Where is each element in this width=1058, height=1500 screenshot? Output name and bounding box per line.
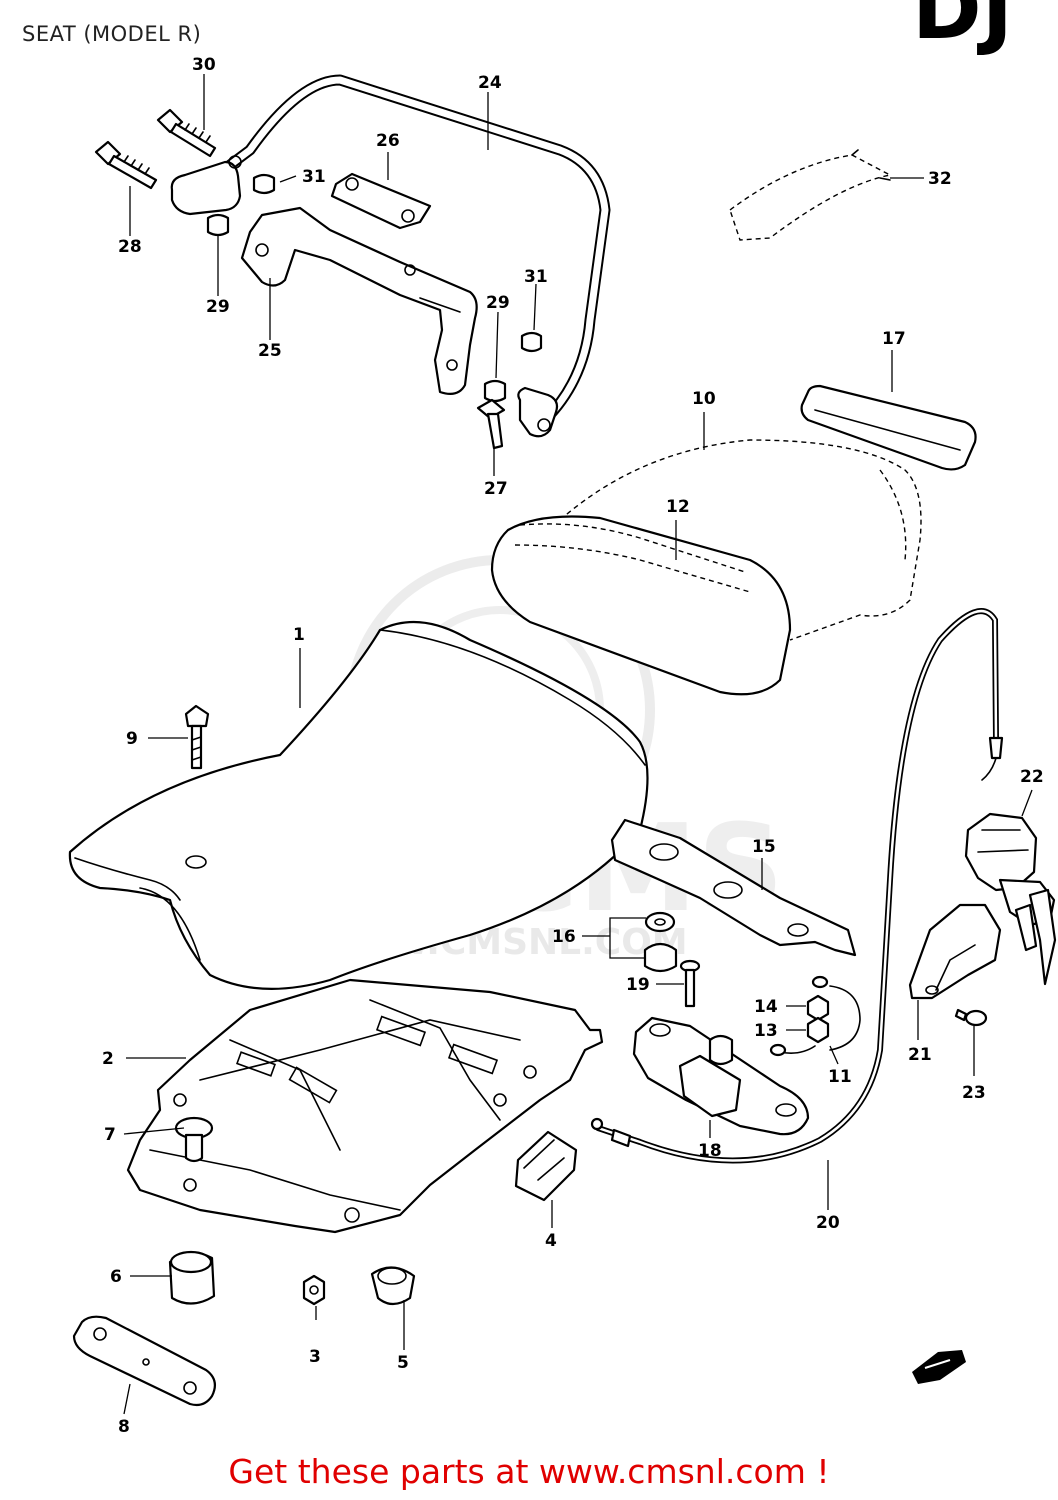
callout-12: 12: [666, 497, 690, 517]
rubber-part-5: [370, 1266, 416, 1306]
callout-labels: 1 2 3 4 5 6 7 8 9 10 11 12 13 14 15 16 1…: [102, 55, 1044, 1437]
nut-part-14: [806, 994, 830, 1022]
callout-26: 26: [376, 131, 400, 151]
callout-27: 27: [484, 479, 508, 499]
callout-23: 23: [962, 1083, 986, 1103]
callout-17: 17: [882, 329, 906, 349]
callout-18: 18: [698, 1141, 722, 1161]
grab-rail-part-24: [170, 74, 611, 438]
pad-part-17: [800, 384, 977, 471]
bolt-part-9: [184, 704, 210, 770]
callout-25: 25: [258, 341, 282, 361]
callout-28: 28: [118, 237, 142, 257]
collar-part-31-lower: [520, 331, 543, 353]
bolt-part-27: [476, 398, 506, 450]
callout-6: 6: [110, 1267, 122, 1287]
leader-lines: [123, 74, 1033, 1415]
footer-link-text[interactable]: Get these parts at www.cmsnl.com !: [228, 1452, 830, 1491]
seat-strap-part-32: [729, 149, 893, 241]
plate-part-8: [72, 1315, 217, 1407]
hinge-plate-part-15: [610, 818, 857, 957]
callout-1: 1: [293, 625, 305, 645]
callout-14: 14: [754, 997, 778, 1017]
nut-part-13: [806, 1016, 830, 1044]
callout-29-left: 29: [206, 297, 230, 317]
callout-24: 24: [478, 73, 502, 93]
callout-13: 13: [754, 1021, 778, 1041]
callout-30: 30: [192, 55, 216, 75]
callout-7: 7: [104, 1125, 116, 1145]
callout-2: 2: [102, 1049, 114, 1069]
callout-16: 16: [552, 927, 576, 947]
screw-part-23: [954, 1008, 988, 1027]
callout-31-upper: 31: [302, 167, 326, 187]
pin-part-7: [174, 1116, 214, 1163]
callout-20: 20: [816, 1213, 840, 1233]
section-code: DJ: [912, 0, 1013, 58]
wire-part-11: [769, 975, 861, 1057]
callout-8: 8: [118, 1417, 130, 1437]
collar-part-29-upper: [206, 213, 230, 237]
callout-5: 5: [397, 1353, 409, 1373]
plate-part-26: [330, 172, 432, 230]
seat-lock-part-18: [632, 1016, 810, 1136]
callout-9: 9: [126, 729, 138, 749]
diagram-title: SEAT (MODEL R): [22, 22, 202, 46]
callout-19: 19: [626, 975, 650, 995]
cable-part-20: [590, 608, 1004, 1164]
collar-part-29-lower: [483, 379, 507, 403]
collar-part-31-upper: [252, 173, 276, 195]
rear-seat-part-12: [490, 515, 792, 696]
screw-part-19: [679, 959, 701, 1008]
bolt-part-28: [94, 140, 158, 190]
seat-lock-assembly-part-22: [964, 812, 1057, 986]
callout-21: 21: [908, 1045, 932, 1065]
rear-seat-cover-part-10: [559, 439, 922, 641]
callout-15: 15: [752, 837, 776, 857]
cushion-part-6: [168, 1250, 216, 1305]
clip-part-4: [514, 1130, 578, 1202]
nut-part-3: [302, 1274, 326, 1306]
callout-4: 4: [545, 1231, 557, 1251]
callout-3: 3: [309, 1347, 321, 1367]
front-direction-arrow-icon: [912, 1350, 966, 1384]
callout-31-lower: 31: [524, 267, 548, 287]
callout-11: 11: [828, 1067, 852, 1087]
callout-10: 10: [692, 389, 716, 409]
seat-base-plate-part-2: [126, 978, 604, 1234]
bracket-part-25: [240, 206, 478, 395]
washer-part-16: [643, 911, 678, 973]
bolt-part-30: [156, 108, 217, 158]
callout-22: 22: [1020, 767, 1044, 787]
bracket-part-21: [908, 903, 1002, 1000]
callout-29-right: 29: [486, 293, 510, 313]
callout-32: 32: [928, 169, 952, 189]
